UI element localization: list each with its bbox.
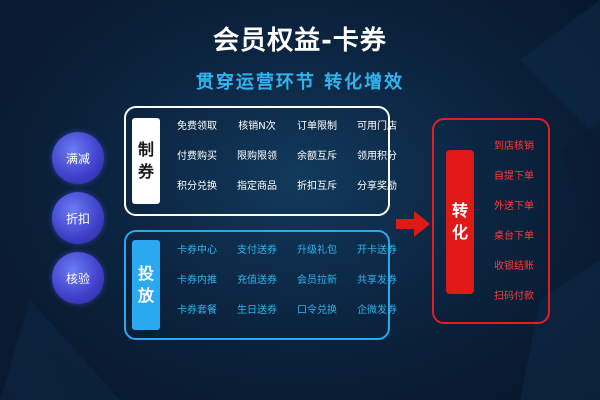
distribute-grid: 卡券中心 支付送券 升级礼包 开卡送券 卡券内推 充值送券 会员拉新 共享发券 … <box>170 236 404 326</box>
issue-panel <box>124 106 390 216</box>
issue-item[interactable]: 指定商品 <box>237 181 277 192</box>
distribute-tag: 投 放 <box>132 240 160 330</box>
arrow-right-icon <box>396 211 430 237</box>
page-subtitle: 贯穿运营环节 转化增效 <box>195 72 405 93</box>
issue-tag: 制 券 <box>132 118 160 204</box>
distribute-item[interactable]: 口令兑换 <box>297 305 337 316</box>
distribute-item[interactable]: 卡券内推 <box>177 275 217 286</box>
distribute-item[interactable]: 开卡送券 <box>357 245 397 256</box>
distribute-item[interactable]: 支付送券 <box>237 245 277 256</box>
issue-item[interactable]: 订单限制 <box>297 121 337 132</box>
distribute-item[interactable]: 充值送券 <box>237 275 277 286</box>
convert-item[interactable]: 收银结账 <box>494 261 534 272</box>
distribute-item[interactable]: 卡券中心 <box>177 245 217 256</box>
issue-item[interactable]: 限购限领 <box>237 151 277 162</box>
issue-item[interactable]: 余额互斥 <box>297 151 337 162</box>
convert-item[interactable]: 外送下单 <box>494 201 534 212</box>
convert-item[interactable]: 自提下单 <box>494 171 534 182</box>
method-circle-verify[interactable]: 核验 <box>52 252 104 304</box>
distribute-panel <box>124 230 390 340</box>
convert-panel <box>432 118 550 324</box>
distribute-tag-char-1: 投 <box>137 264 154 283</box>
issue-item[interactable]: 领用积分 <box>357 151 397 162</box>
distribute-tag-char-2: 放 <box>137 286 154 305</box>
distribute-item[interactable]: 升级礼包 <box>297 245 337 256</box>
issue-item[interactable]: 分享奖励 <box>357 181 397 192</box>
method-circle-discount[interactable]: 满减 <box>52 132 104 184</box>
issue-item[interactable]: 积分兑换 <box>177 181 217 192</box>
convert-item[interactable]: 到店核销 <box>494 141 534 152</box>
method-circle-rebate[interactable]: 折扣 <box>52 192 104 244</box>
distribute-item[interactable]: 企微发券 <box>357 305 397 316</box>
distribute-item[interactable]: 会员拉新 <box>297 275 337 286</box>
distribute-item[interactable]: 卡券套餐 <box>177 305 217 316</box>
convert-item[interactable]: 桌台下单 <box>494 231 534 242</box>
convert-item[interactable]: 扫码付款 <box>494 291 534 302</box>
issue-item[interactable]: 折扣互斥 <box>297 181 337 192</box>
convert-list: 到店核销 自提下单 外送下单 桌台下单 收银结账 扫码付款 <box>484 132 544 312</box>
convert-tag-char-2: 化 <box>451 223 468 242</box>
issue-tag-char-1: 制 <box>137 140 154 159</box>
convert-tag-char-1: 转 <box>451 201 468 220</box>
page-title: 会员权益-卡券 <box>213 26 387 56</box>
distribute-item[interactable]: 共享发券 <box>357 275 397 286</box>
issue-item[interactable]: 核销N次 <box>238 121 276 132</box>
issue-item[interactable]: 付费购买 <box>177 151 217 162</box>
issue-item[interactable]: 免费领取 <box>177 121 217 132</box>
distribute-item[interactable]: 生日送券 <box>237 305 277 316</box>
issue-item[interactable]: 可用门店 <box>357 121 397 132</box>
convert-tag: 转 化 <box>446 150 474 294</box>
issue-grid: 免费领取 核销N次 订单限制 可用门店 付费购买 限购限领 余额互斥 领用积分 … <box>170 112 404 202</box>
issue-tag-char-2: 券 <box>137 162 154 181</box>
